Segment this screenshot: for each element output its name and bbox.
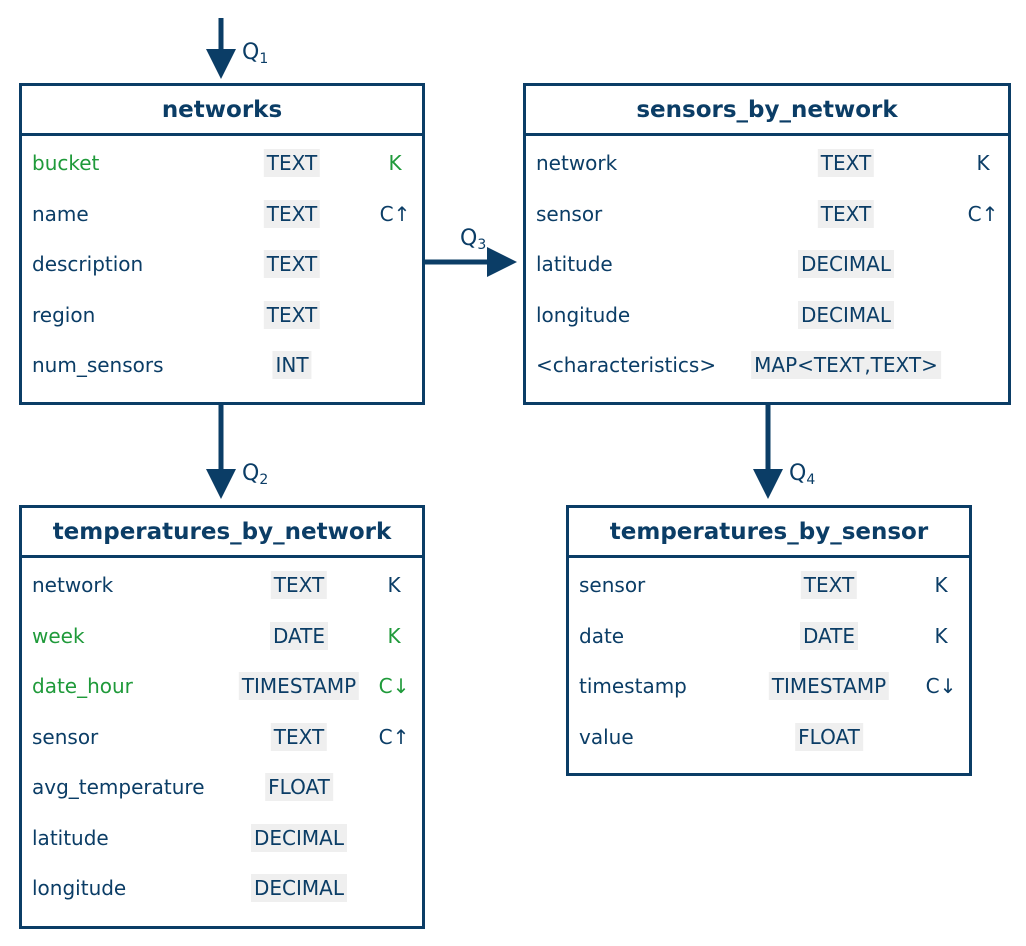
column-type: TEXT — [263, 250, 321, 279]
column-key: C↑ — [379, 201, 411, 226]
column-type: TEXT — [817, 199, 875, 228]
column-type: TIMESTAMP — [238, 672, 360, 701]
column-type: MAP<TEXT,TEXT> — [751, 351, 941, 380]
column-key: K — [388, 151, 402, 176]
column-name: network — [536, 151, 618, 176]
table-row: bucket TEXT K — [22, 138, 422, 189]
column-key: C↓ — [378, 674, 410, 699]
column-name: sensor — [536, 201, 603, 226]
table-row: date_hour TIMESTAMP C↓ — [22, 661, 422, 712]
column-name: sensor — [579, 573, 646, 598]
column-name: num_sensors — [32, 353, 164, 378]
table-row: num_sensors INT — [22, 340, 422, 391]
query-label-q4: Q4 — [789, 461, 816, 488]
column-name: longitude — [536, 302, 631, 327]
column-type: DECIMAL — [251, 874, 347, 903]
column-name: date_hour — [32, 674, 133, 699]
column-key: C↑ — [967, 201, 999, 226]
table-row: sensor TEXT K — [569, 560, 969, 611]
column-name: timestamp — [579, 674, 687, 699]
table-row: network TEXT K — [526, 138, 1008, 189]
column-name: latitude — [32, 825, 109, 850]
table-title: sensors_by_network — [526, 86, 1008, 136]
column-type: DECIMAL — [798, 250, 894, 279]
query-label-q1: Q1 — [242, 40, 269, 67]
column-type: TEXT — [817, 149, 875, 178]
column-name: value — [579, 724, 634, 749]
table-row: longitude DECIMAL — [526, 290, 1008, 341]
table-row: <characteristics> MAP<TEXT,TEXT> — [526, 340, 1008, 391]
column-name: date — [579, 623, 625, 648]
table-row: longitude DECIMAL — [22, 863, 422, 914]
table-title: temperatures_by_sensor — [569, 508, 969, 558]
table-row: name TEXT C↑ — [22, 189, 422, 240]
table-row: network TEXT K — [22, 560, 422, 611]
column-name: description — [32, 252, 144, 277]
table-row: week DATE K — [22, 611, 422, 662]
column-type: DATE — [799, 621, 859, 650]
column-type: TEXT — [270, 571, 328, 600]
column-key: C↑ — [378, 724, 410, 749]
column-type: TEXT — [263, 199, 321, 228]
column-name: sensor — [32, 724, 99, 749]
column-name: week — [32, 623, 85, 648]
table-row: description TEXT — [22, 239, 422, 290]
column-type: FLOAT — [795, 722, 863, 751]
table-row: sensor TEXT C↑ — [22, 712, 422, 763]
column-type: INT — [272, 351, 312, 380]
column-type: FLOAT — [265, 773, 333, 802]
table-row: region TEXT — [22, 290, 422, 341]
column-name: longitude — [32, 876, 127, 901]
column-type: TEXT — [263, 149, 321, 178]
column-key: K — [934, 623, 948, 648]
column-name: name — [32, 201, 89, 226]
query-label-q2: Q2 — [242, 461, 269, 488]
column-type: TEXT — [270, 722, 328, 751]
column-type: DECIMAL — [798, 300, 894, 329]
column-key: C↓ — [925, 674, 957, 699]
column-name: latitude — [536, 252, 613, 277]
column-name: avg_temperature — [32, 775, 205, 800]
column-name: network — [32, 573, 114, 598]
table-row: avg_temperature FLOAT — [22, 762, 422, 813]
column-type: TIMESTAMP — [768, 672, 890, 701]
column-key: K — [976, 151, 990, 176]
column-key: K — [934, 573, 948, 598]
column-key: K — [387, 623, 401, 648]
column-name: bucket — [32, 151, 100, 176]
table-row: date DATE K — [569, 611, 969, 662]
table-title: temperatures_by_network — [22, 508, 422, 558]
table-row: sensor TEXT C↑ — [526, 189, 1008, 240]
column-type: TEXT — [800, 571, 858, 600]
column-key: K — [387, 573, 401, 598]
query-label-q3: Q3 — [460, 226, 487, 253]
column-name: region — [32, 302, 96, 327]
table-row: timestamp TIMESTAMP C↓ — [569, 661, 969, 712]
column-name: <characteristics> — [536, 353, 717, 378]
table-row: value FLOAT — [569, 712, 969, 763]
column-type: DECIMAL — [251, 823, 347, 852]
column-type: DATE — [269, 621, 329, 650]
table-row: latitude DECIMAL — [22, 813, 422, 864]
table-title: networks — [22, 86, 422, 136]
column-type: TEXT — [263, 300, 321, 329]
table-row: latitude DECIMAL — [526, 239, 1008, 290]
